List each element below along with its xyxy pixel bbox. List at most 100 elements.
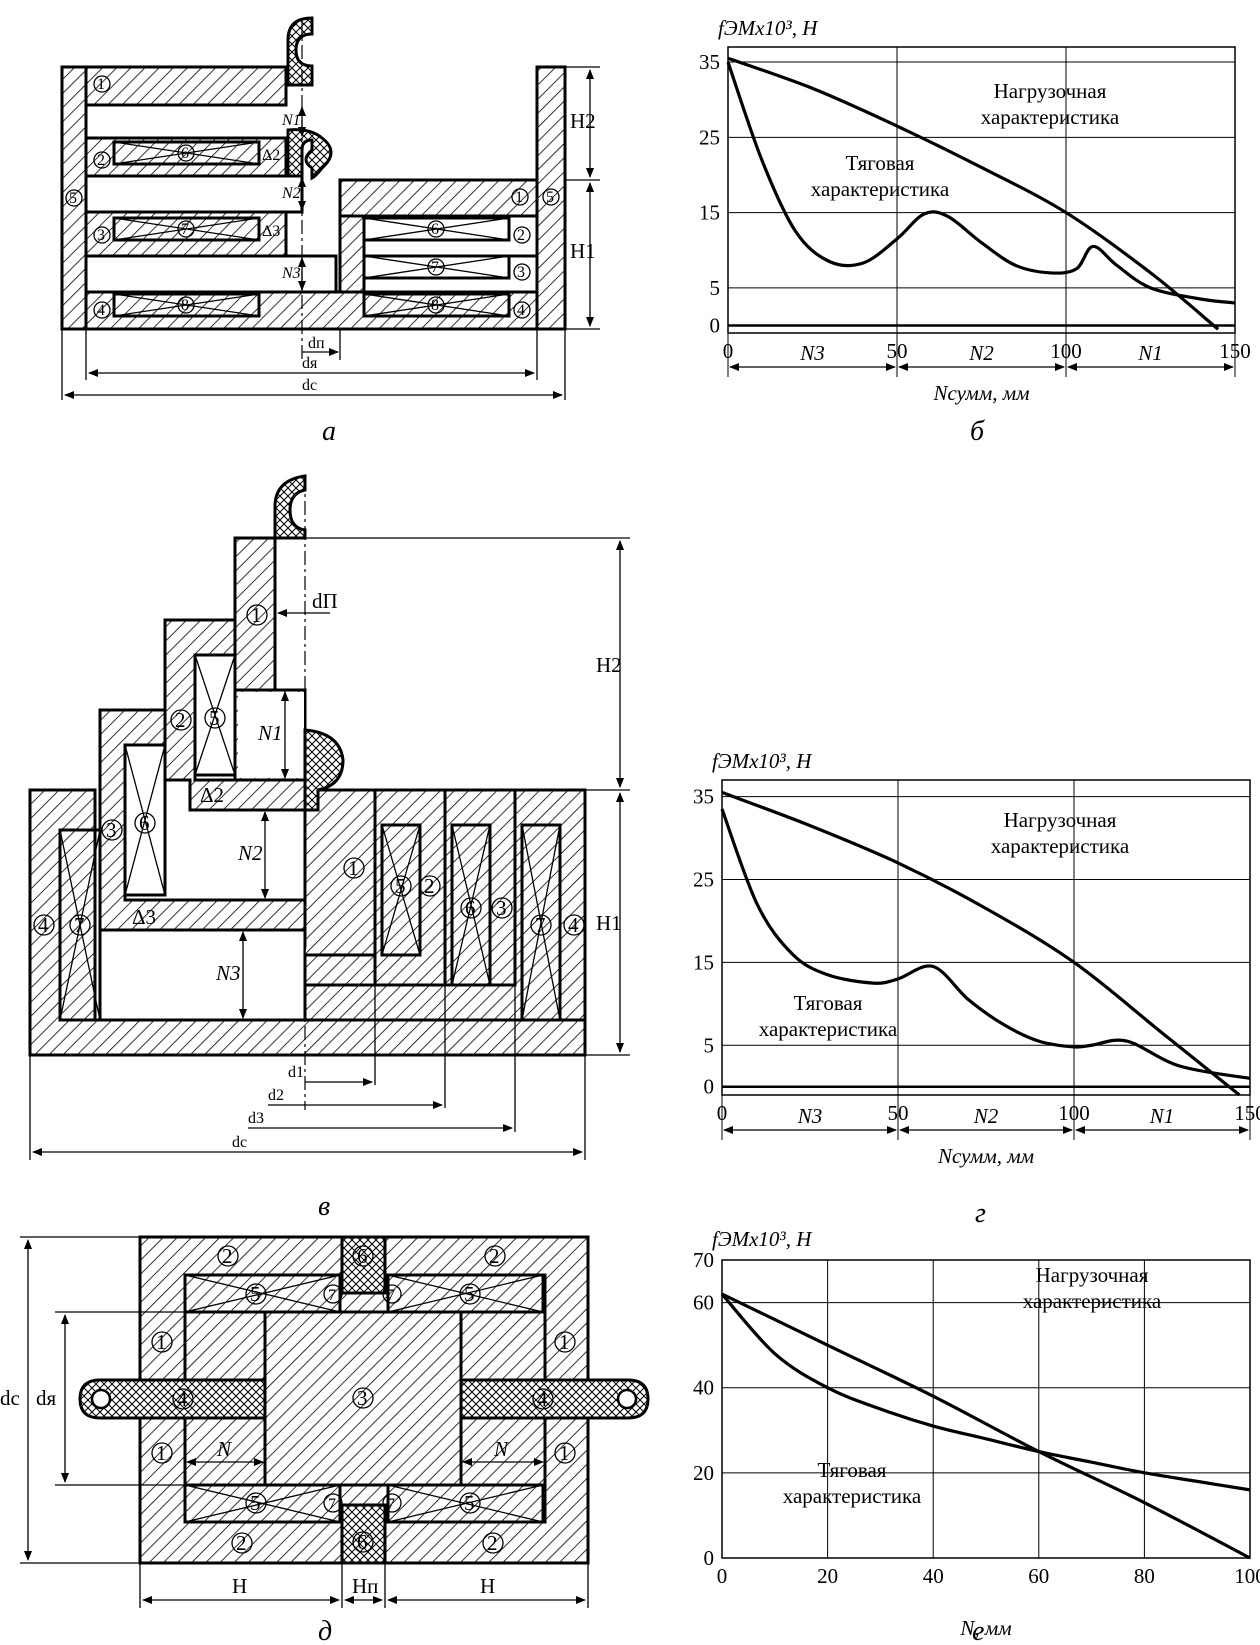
label-Hp: Hп	[352, 1574, 378, 1598]
caption-b: б	[970, 416, 985, 447]
label-dp: dп	[308, 335, 325, 352]
caption-a: а	[322, 416, 336, 447]
x-tick-label: 150	[1234, 1101, 1260, 1125]
marker-5-bl: 5	[250, 1491, 261, 1515]
marker-1-right: 1	[515, 189, 523, 206]
segment-label: N2	[973, 1104, 999, 1128]
marker-3-right: 3	[496, 896, 507, 920]
marker-8: 8	[181, 297, 189, 314]
y-tick-label: 20	[693, 1461, 714, 1485]
marker-8-right: 8	[431, 297, 439, 314]
armature-2	[84, 136, 288, 178]
annotation-label: характеристика	[811, 177, 950, 201]
label-N2: N2	[281, 185, 301, 202]
marker-6-bottom: 6	[357, 1530, 368, 1554]
diagram-v: H2 H1 N1 N2 N3 Δ2 Δ3 dП d1 d2 d3 dс 1 2 …	[28, 474, 630, 1222]
y-tick-label: 15	[699, 201, 720, 225]
label-d3: d3	[248, 1110, 264, 1127]
annotation-label: характеристика	[1023, 1289, 1162, 1313]
label-dc: dс	[302, 377, 317, 394]
caption-v: в	[318, 1191, 330, 1222]
plot-frame	[721, 1259, 1251, 1559]
marker-group-a: 1 2 3 4 5 6 7 8 1 5 2 3 4 6 7 8	[65, 75, 560, 319]
caption-g: г	[975, 1198, 986, 1229]
marker-2: 2	[175, 708, 186, 732]
marker-6: 6	[181, 145, 189, 162]
coil-7-left	[112, 216, 261, 242]
coil-7-right	[362, 254, 511, 280]
annotation-label: Нагрузочная	[1004, 808, 1117, 832]
y-tick-label: 25	[699, 125, 720, 149]
annotation-label: характеристика	[783, 1484, 922, 1508]
label-N-right: N	[493, 1437, 509, 1461]
right-armature-3	[443, 788, 517, 987]
marker-4: 4	[38, 913, 49, 937]
marker-1-tr: 1	[559, 1330, 570, 1354]
annotation-label: Тяговая	[794, 991, 863, 1015]
marker-7-right: 7	[535, 913, 546, 937]
marker-2-bl: 2	[236, 1531, 247, 1555]
marker-2-right: 2	[517, 227, 525, 244]
x-axis-label: Nсумм, мм	[932, 381, 1029, 405]
label-delta2: Δ2	[200, 783, 224, 807]
marker-3: 3	[357, 1386, 368, 1410]
marker-5-tr: 5	[464, 1282, 475, 1306]
segment-label: N1	[1137, 341, 1163, 365]
label-delta2: Δ2	[262, 147, 280, 164]
y-tick-label: 15	[693, 950, 714, 974]
segment-label: N1	[1149, 1104, 1175, 1128]
label-H1: H1	[596, 911, 622, 935]
marker-5-right: 5	[546, 189, 554, 206]
y-axis-label: fЭМx10³, Н	[718, 16, 819, 40]
y-tick-label: 0	[710, 313, 721, 337]
label-N-left: N	[216, 1437, 232, 1461]
label-dya: dя	[302, 355, 318, 372]
marker-4: 4	[97, 302, 105, 319]
marker-5-right: 5	[395, 874, 406, 898]
marker-4-right: 4	[537, 1387, 548, 1411]
marker-5-br: 5	[464, 1491, 475, 1515]
x-tick-label: 0	[717, 1564, 728, 1588]
marker-2-right: 2	[424, 874, 435, 898]
chart-e: 020406080100020406070fЭМx10³, ННагрузочн…	[693, 1227, 1260, 1640]
annotation-label: Тяговая	[818, 1458, 887, 1482]
diagram-a: H2 H1 N1 N2 N3 Δ2 Δ3 dп dя dс 1 2 3 4 5 …	[60, 16, 600, 447]
label-N1: N1	[257, 721, 283, 745]
plot-frame	[727, 46, 1236, 334]
marker-3: 3	[106, 818, 117, 842]
x-axis-label: Nсумм, мм	[937, 1144, 1034, 1168]
x-tick-label: 100	[1234, 1564, 1260, 1588]
coil-8-right	[362, 292, 511, 318]
x-tick-label: 40	[923, 1564, 944, 1588]
label-delta3: Δ3	[262, 223, 280, 240]
label-H2: H2	[570, 109, 596, 133]
marker-3-right: 3	[517, 264, 525, 281]
label-dc: dс	[232, 1134, 247, 1151]
y-tick-label: 35	[699, 50, 720, 74]
label-H1: H1	[570, 239, 596, 263]
marker-7: 7	[74, 913, 85, 937]
label-dya: dя	[36, 1386, 57, 1410]
marker-3: 3	[97, 227, 105, 244]
marker-2: 2	[97, 152, 105, 169]
x-tick-label: 60	[1028, 1564, 1049, 1588]
gap-N3	[84, 254, 338, 294]
marker-group-v: 1 2 3 4 5 6 7 1 5 2 6 3 7 4	[33, 603, 585, 937]
right-upper-plate	[338, 178, 539, 218]
marker-7-tr: 7	[387, 1287, 395, 1304]
label-N1: N1	[281, 112, 301, 129]
annotation-label: Нагрузочная	[994, 79, 1107, 103]
plot-frame	[721, 779, 1251, 1096]
series-line-0	[721, 790, 1241, 1097]
label-H-left: H	[232, 1574, 247, 1598]
annotation-label: Нагрузочная	[1036, 1263, 1149, 1287]
label-d2: d2	[268, 1087, 284, 1104]
marker-7-br: 7	[387, 1496, 395, 1513]
label-N3: N3	[281, 265, 301, 282]
right-inner-wall	[338, 214, 366, 294]
diagram-d: N N dс dя H Hп H 1 1 1 1 2 2 2 2 3 4 4	[0, 1235, 650, 1645]
marker-5: 5	[69, 190, 77, 207]
armature-1	[84, 65, 288, 107]
marker-1-tl: 1	[156, 1330, 167, 1354]
